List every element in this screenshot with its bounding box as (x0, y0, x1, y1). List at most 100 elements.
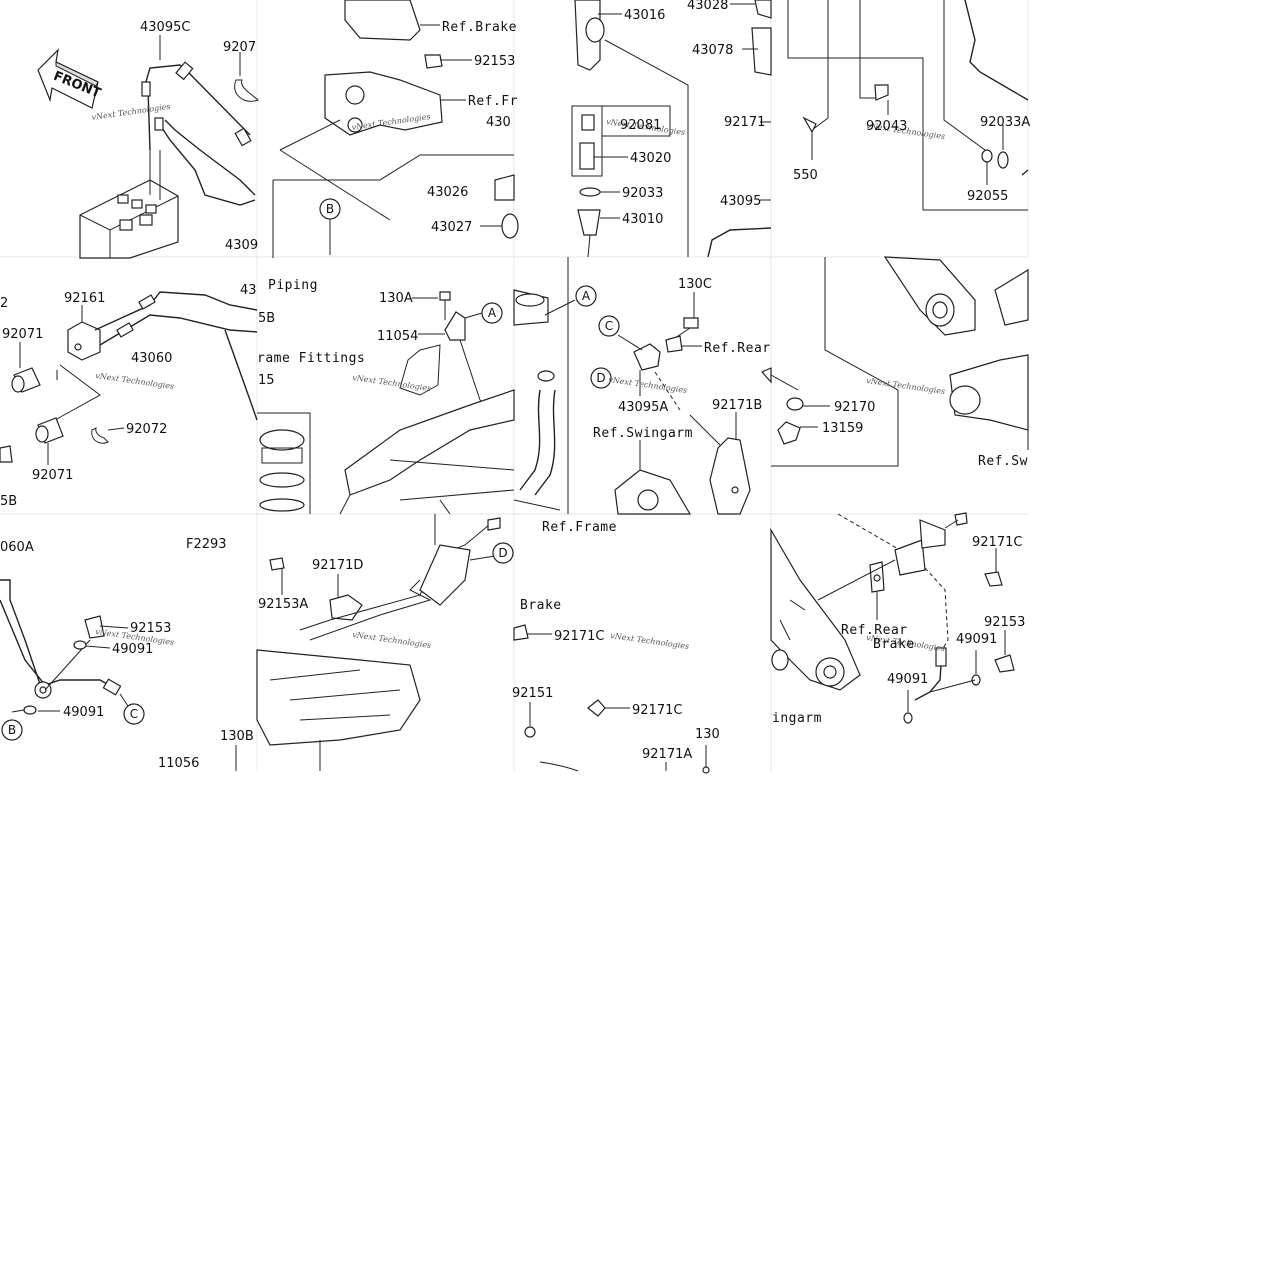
label-43010: 43010 (622, 212, 663, 227)
banjo-bracket-rear (817, 512, 968, 651)
front-direction-arrow: FRONT (37, 48, 103, 109)
label-92033A: 92033A (980, 115, 1030, 130)
bolt-92153-r (994, 630, 1015, 673)
master-cylinder-body (571, 0, 689, 258)
rubber-bushing-92071-a (11, 342, 41, 393)
svg-text:C: C (605, 319, 613, 333)
label-92072: 92072 (126, 422, 167, 437)
label-43095-mid: 43095 (720, 194, 761, 209)
label-92071-a: 92071 (2, 327, 43, 342)
clamp-92171C-c (984, 548, 1003, 587)
label-060A: 060A (0, 540, 34, 555)
master-cylinder-bracket (324, 71, 466, 136)
svg-text:A: A (582, 289, 591, 303)
label-frame-fittings: rame Fittings (257, 351, 365, 366)
reservoir-43028-43078 (707, 0, 772, 258)
svg-text:D: D (498, 546, 507, 560)
circle-ref-c-row3: C (123, 703, 145, 725)
frame-rail-row3 (256, 649, 421, 771)
bolt-130C (671, 292, 699, 341)
bracket-11054 (418, 311, 501, 421)
label-92033: 92033 (622, 186, 663, 201)
circle-ref-markers: B A A C D D C B (1, 198, 620, 741)
svg-text:vNext Technologies: vNext Technologies (352, 630, 432, 650)
label-49091-r1: 49091 (956, 632, 997, 647)
bracket-92171D (299, 514, 501, 641)
label-92171B: 92171B (712, 398, 762, 413)
clamp-92171C-a (513, 624, 552, 641)
label-49091-r2: 49091 (887, 672, 928, 687)
label-43095C: 43095C (140, 20, 190, 35)
label-brake: Brake (520, 598, 562, 613)
label-92171C-a: 92171C (554, 629, 604, 644)
label-130A: 130A (379, 291, 413, 306)
caliper-hardware-top-right (787, 0, 1029, 211)
leader-lines-row2-left (54, 364, 101, 421)
label-5B: 5B (258, 311, 275, 326)
label-43060: 43060 (131, 351, 172, 366)
label-ref-sw-right: Ref.Sw (978, 454, 1028, 469)
svg-text:vNext Technologies: vNext Technologies (95, 371, 175, 391)
label-4309: 4309 (225, 238, 258, 253)
label-92171A: 92171A (642, 747, 692, 762)
label-2: 2 (0, 296, 8, 311)
label-92171C-c: 92171C (972, 535, 1022, 550)
bolt-130-and-92171A (665, 745, 710, 774)
reservoir-rings (494, 174, 519, 239)
brake-hose-joint-92161 (67, 291, 258, 421)
svg-text:B: B (8, 723, 16, 737)
part-labels: 43095C 9207 Ref.Brake 92153 Ref.Fr 430 4… (0, 0, 1030, 771)
circle-ref-a-center: A (575, 285, 597, 307)
circle-ref-c-center: C (598, 315, 620, 337)
rubber-bushing-92071-b (0, 417, 64, 465)
label-43026: 43026 (427, 185, 468, 200)
label-92043: 92043 (866, 119, 907, 134)
reservoir-cap-top (344, 0, 440, 41)
label-11054: 11054 (377, 329, 418, 344)
grommet-92151 (524, 702, 579, 772)
label-43-r2: 43 (240, 283, 257, 298)
frame-rail-row2 (339, 344, 515, 515)
label-43028: 43028 (687, 0, 728, 13)
label-ref-rear-brake-1: Ref.Rear (841, 623, 908, 638)
label-92153-r: 92153 (984, 615, 1025, 630)
bracket-92171B (709, 412, 751, 515)
tile-seams (0, 0, 1029, 771)
label-ref-rear-mid: Ref.Rear (704, 341, 771, 356)
label-92171D: 92171D (312, 558, 363, 573)
label-92171-top: 92171 (724, 115, 765, 130)
label-43078: 43078 (692, 43, 733, 58)
circle-ref-b-row3: B (1, 719, 23, 741)
leader-lines-top-center (272, 119, 514, 258)
label-43095A: 43095A (618, 400, 668, 415)
clip-9207 (234, 52, 259, 102)
brake-pipe-060A (0, 579, 129, 707)
label-43016: 43016 (624, 8, 665, 23)
label-92151: 92151 (512, 686, 553, 701)
label-9207: 9207 (223, 40, 256, 55)
label-92055: 92055 (967, 189, 1008, 204)
label-550: 550 (793, 168, 818, 183)
clamp-92170-hose-13159 (761, 257, 899, 467)
label-15: 15 (258, 373, 275, 388)
label-ref-frame-bottom: Ref.Frame (542, 520, 617, 535)
label-ref-swingarm-mid: Ref.Swingarm (593, 426, 693, 441)
swingarm-pivot-right (883, 256, 1029, 450)
watermarks: vNext Technologies vNext Technologies vN… (91, 102, 946, 653)
bolt-92153-top (424, 54, 472, 69)
frame-fittings-panel (257, 412, 311, 514)
clamp-92171C-b (587, 699, 630, 717)
label-ref-rear-brake-2: Brake (873, 637, 915, 652)
abs-hydraulic-unit (79, 179, 179, 259)
label-49091-b2: 49091 (63, 705, 104, 720)
circle-ref-d-row3: D (492, 542, 514, 564)
svg-text:vNext Technologies: vNext Technologies (608, 375, 688, 395)
label-43027: 43027 (431, 220, 472, 235)
label-5B-left: 5B (0, 494, 17, 509)
svg-text:vNext Technologies: vNext Technologies (610, 631, 690, 651)
circle-ref-b-top: B (319, 198, 341, 220)
label-430: 430 (486, 115, 511, 130)
svg-text:A: A (488, 306, 497, 320)
label-130: 130 (695, 727, 720, 742)
